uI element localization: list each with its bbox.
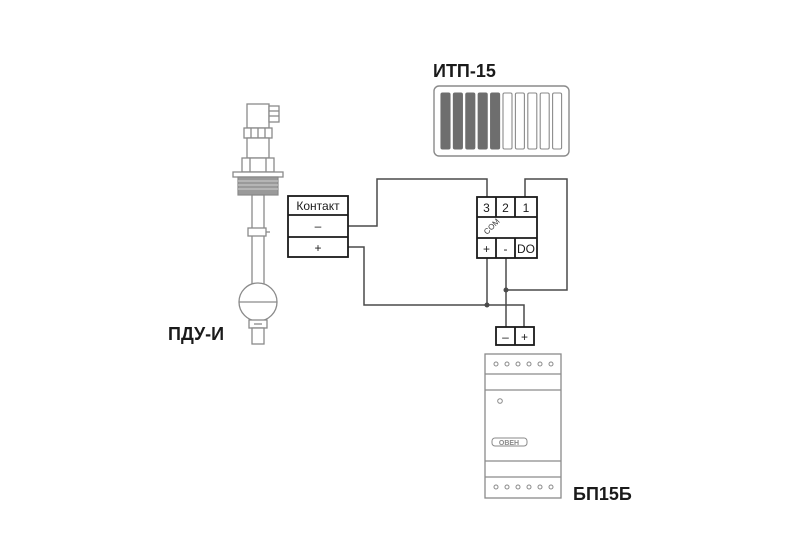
junction-dot [503,287,509,293]
itp-segment-empty [527,92,538,150]
wires [348,178,568,327]
pdu-sensor [232,103,284,345]
junction-dot [484,302,490,308]
screw-hole [515,361,521,367]
itp-segment-filled [465,92,476,150]
contact-header: Контакт [296,199,340,213]
bp-logo-text: ОВЕН [499,440,519,447]
sensor-thread [237,176,279,196]
itp-minus-terminal: - [504,242,508,256]
sensor-body [246,137,270,159]
sensor-rod-end [251,327,265,345]
screw-hole [515,484,521,490]
bp-label: БП15Б [573,484,632,504]
itp-segment-filled [477,92,488,150]
sensor-rod [251,194,265,288]
bp-terminal-block: – + [495,326,535,346]
bp-top-screw-row [493,361,554,367]
itp-segment-filled [440,92,451,150]
sensor-connector-body [246,103,270,129]
contact-terminal-block: Контакт – + [287,195,349,258]
contact-minus-terminal: – [315,219,322,233]
wire-contact-plus-to-bp-plus [348,246,525,327]
screw-hole [537,484,543,490]
screw-hole [493,361,499,367]
sensor-hex-nut [241,157,275,173]
sensor-connector-plug [268,105,280,123]
wire-itp-1-to-junction [506,178,568,291]
itp-terminal-block: 3 2 1 COM + - DO [476,196,538,259]
itp-segment-empty [552,92,563,150]
itp-label: ИТП-15 [433,61,496,81]
bp-logo: ОВЕН [491,437,528,447]
itp-segment-bar [440,92,563,150]
screw-hole [504,361,510,367]
bp-led-indicator [497,398,503,404]
contact-plus-terminal: + [314,241,321,255]
screw-hole [537,361,543,367]
screw-hole [526,361,532,367]
itp-segment-filled [452,92,463,150]
itp-terminal-1: 1 [523,201,530,215]
itp-do-terminal: DO [517,242,535,256]
sensor-stop-clamp [247,227,267,237]
sensor-flange [232,171,284,178]
bp-bottom-screw-row [493,484,554,490]
screw-hole [504,484,510,490]
screw-hole [548,484,554,490]
itp-terminal-2: 2 [502,201,509,215]
itp-segment-filled [490,92,501,150]
wire-contact-minus-to-itp-3 [348,178,488,227]
itp-terminal-3: 3 [483,201,490,215]
bp-minus-terminal: – [502,330,509,344]
itp-segment-empty [502,92,513,150]
itp-segment-empty [539,92,550,150]
screw-hole [493,484,499,490]
screw-hole [548,361,554,367]
pdu-label: ПДУ-И [168,324,224,344]
screw-hole [526,484,532,490]
itp-plus-terminal: + [483,242,490,256]
bp-plus-terminal: + [521,330,528,344]
itp-segment-empty [514,92,525,150]
bp-power-supply: ОВЕН [484,353,562,499]
